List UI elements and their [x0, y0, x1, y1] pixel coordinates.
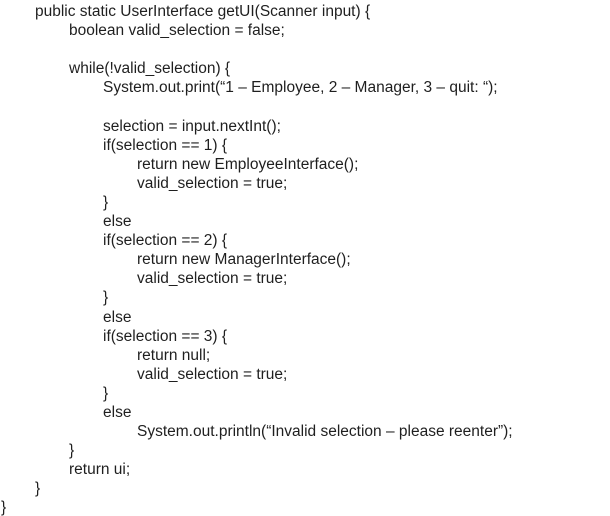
code-line: selection = input.nextInt();	[103, 117, 281, 135]
code-line: }	[103, 384, 109, 402]
code-line: valid_selection = true;	[137, 365, 288, 383]
code-line: }	[103, 193, 109, 211]
code-line: }	[35, 480, 41, 498]
code-line: public static UserInterface getUI(Scanne…	[35, 3, 371, 20]
code-line: boolean valid_selection = false;	[69, 22, 285, 40]
code-line: return null;	[137, 346, 211, 364]
code-line: return new EmployeeInterface();	[137, 155, 359, 173]
code-line: valid_selection = true;	[137, 174, 288, 192]
code-line: else	[103, 213, 132, 231]
code-line: if(selection == 1) {	[103, 136, 228, 154]
code-line: }	[103, 289, 109, 307]
code-line: return new ManagerInterface();	[137, 251, 351, 269]
code-line: if(selection == 3) {	[103, 327, 228, 345]
code-line: valid_selection = true;	[137, 270, 288, 288]
code-line: else	[103, 308, 132, 326]
code-line: }	[69, 442, 75, 460]
code-line: System.out.println(“Invalid selection – …	[137, 423, 513, 441]
code-line: if(selection == 2) {	[103, 232, 228, 250]
code-line: }	[1, 499, 7, 516]
code-line: System.out.print(“1 – Employee, 2 – Mana…	[103, 79, 498, 97]
code-line	[0, 97, 610, 116]
code-line: return ui;	[69, 461, 131, 479]
code-line: else	[103, 403, 132, 421]
code-line	[0, 40, 610, 59]
code-line: while(!valid_selection) {	[69, 60, 231, 78]
